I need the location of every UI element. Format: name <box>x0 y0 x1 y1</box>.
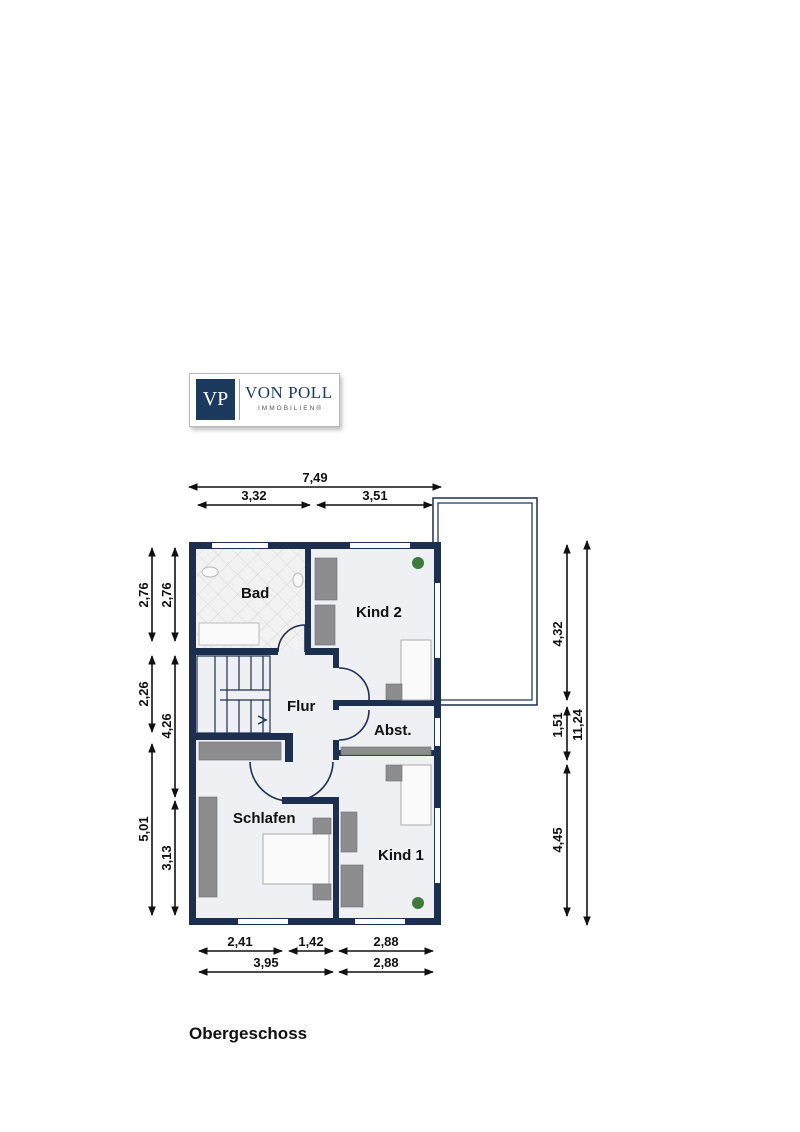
dim-top-left: 3,32 <box>241 488 266 503</box>
toilet <box>201 566 219 578</box>
dim-bottom-5: 2,88 <box>373 955 398 970</box>
nightstand-right <box>312 883 332 901</box>
floor-title: Obergeschoss <box>189 1024 308 1043</box>
balcony <box>432 497 538 706</box>
wardrobe-flur <box>198 741 282 761</box>
dim-top-right: 3,51 <box>362 488 387 503</box>
bed-kind1 <box>400 764 432 826</box>
room-label-abst: Abst. <box>374 722 412 739</box>
room-label-flur: Flur <box>287 698 315 715</box>
logo-divider <box>239 379 240 420</box>
nightstand-kind2 <box>385 683 403 701</box>
nightstand-left <box>312 817 332 835</box>
room-label-schlafen: Schlafen <box>233 810 296 827</box>
room-label-kind1: Kind 1 <box>378 847 424 864</box>
staircase <box>196 655 271 734</box>
shelf-abst <box>340 746 432 756</box>
desk-kind2 <box>314 557 338 601</box>
dim-bottom-4: 3,95 <box>253 955 278 970</box>
dim-left-outer-2: 2,26 <box>136 681 151 706</box>
plant-icon <box>412 897 424 909</box>
dim-bottom-1: 2,41 <box>227 934 252 949</box>
furniture <box>198 557 432 909</box>
double-bed <box>262 833 330 885</box>
dim-left-inner-2: 4,26 <box>159 713 174 738</box>
dimension-lines <box>148 483 591 976</box>
plant-icon <box>412 557 424 569</box>
dim-right-inner-3: 4,45 <box>550 827 565 852</box>
desk-kind1 <box>340 864 364 908</box>
bed-kind2 <box>400 639 432 701</box>
dim-bottom-3: 2,88 <box>373 934 398 949</box>
room-label-kind2: Kind 2 <box>356 604 402 621</box>
nightstand-kind1 <box>385 764 403 782</box>
wardrobe-kind1 <box>340 811 358 853</box>
dim-left-outer-1: 2,76 <box>136 582 151 607</box>
dim-right-inner-2: 1,51 <box>550 712 565 737</box>
bathtub <box>198 622 260 646</box>
wardrobe-kind2 <box>314 604 336 646</box>
wardrobe-schlafen <box>198 796 218 898</box>
logo-name: VON POLL <box>245 383 333 402</box>
sink <box>292 572 304 588</box>
dim-bottom-2: 1,42 <box>298 934 323 949</box>
dim-right-inner-1: 4,32 <box>550 621 565 646</box>
room-label-bad: Bad <box>241 585 269 602</box>
dim-right-total: 11,24 <box>570 708 585 741</box>
dim-top-total: 7,49 <box>302 470 327 485</box>
dim-left-inner-3: 3,13 <box>159 845 174 870</box>
logo-mark: VP <box>196 379 235 420</box>
von-poll-logo: VP VON POLL IMMOBILIEN® <box>189 373 340 427</box>
dim-left-inner-1: 2,76 <box>159 582 174 607</box>
doors <box>249 624 370 802</box>
dim-left-outer-3: 5,01 <box>136 816 151 841</box>
logo-subtitle: IMMOBILIEN® <box>258 405 324 412</box>
